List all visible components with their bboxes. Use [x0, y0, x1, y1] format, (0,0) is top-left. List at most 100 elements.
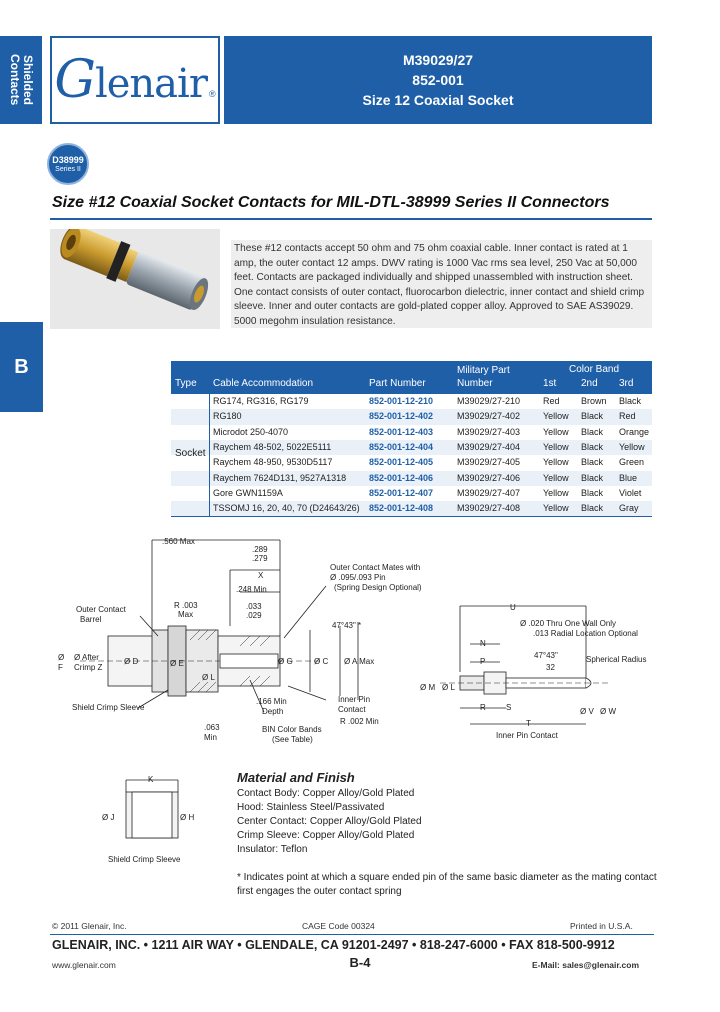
color2-cell: Black: [581, 441, 604, 452]
title-divider: [50, 218, 652, 220]
material-item: Center Contact: Copper Alloy/Gold Plated: [237, 816, 422, 827]
dim-m: Ø M: [420, 683, 435, 692]
table-row: Raychem 48-950, 9530D5117 852-001-12-405…: [171, 455, 652, 470]
dim-560: .560 Max: [162, 537, 195, 546]
dim-x: X: [258, 571, 264, 580]
dim-min: Min: [204, 733, 217, 742]
outer-barrel-1: Outer Contact: [76, 605, 127, 614]
printed-in: Printed in U.S.A.: [570, 921, 633, 931]
section-b-tab: B: [0, 322, 43, 412]
dim-v: Ø V: [580, 707, 594, 716]
outer-barrel-2: Barrel: [80, 615, 102, 624]
dim-w: Ø W: [600, 707, 616, 716]
col-type: Type: [175, 378, 197, 389]
dim-d: Ø D: [124, 657, 138, 666]
material-item: Contact Body: Copper Alloy/Gold Plated: [237, 788, 415, 799]
col-military-1: Military Part: [457, 365, 510, 376]
inner-pin-1: Inner Pin: [338, 695, 370, 704]
email-link[interactable]: E-Mail: sales@glenair.com: [532, 960, 640, 970]
dim-e: Ø E: [170, 659, 184, 668]
inner-pin-caption: Inner Pin Contact: [496, 731, 559, 740]
wall-note-2: .013 Radial Location Optional: [533, 629, 638, 638]
mil-cell: M39029/27-406: [457, 472, 521, 483]
material-item: Insulator: Teflon: [237, 844, 308, 855]
color3-cell: Blue: [619, 472, 638, 483]
angle2-label: 47°43": [534, 651, 558, 660]
dim-279: .279: [252, 554, 268, 563]
type-cell: Socket: [175, 448, 206, 459]
cable-cell: Raychem 48-502, 5022E5111: [213, 441, 332, 452]
dim-u: U: [510, 603, 516, 612]
color3-cell: Orange: [619, 426, 650, 437]
table-row: Raychem 48-502, 5022E5111 852-001-12-404…: [171, 439, 652, 456]
part-cell: 852-001-12-407: [369, 487, 434, 498]
product-description: These #12 contacts accept 50 ohm and 75 …: [231, 240, 652, 328]
dim-063: .063: [204, 723, 220, 732]
dim-l2: Ø L: [442, 683, 455, 692]
cable-cell: RG174, RG316, RG179: [213, 396, 309, 406]
bin-bands-2: (See Table): [272, 735, 313, 744]
color1-cell: Yellow: [543, 457, 569, 468]
color1-cell: Yellow: [543, 411, 569, 422]
cable-cell: Raychem 48-950, 9530D5117: [213, 457, 333, 468]
cable-cell: RG180: [213, 411, 242, 422]
part-cell: 852-001-12-402: [369, 411, 434, 422]
dim-s: S: [506, 703, 511, 712]
type-column-divider: [209, 394, 210, 517]
part-cell: 852-001-12-210: [369, 396, 434, 406]
color2-cell: Black: [581, 472, 604, 483]
mil-cell: M39029/27-404: [457, 441, 521, 452]
technical-drawing: .560 Max .289 .279 X .248 Min .033 .029 …: [58, 537, 646, 864]
bin-bands-1: BIN Color Bands: [262, 725, 322, 734]
page-number: B-4: [349, 955, 371, 970]
header-part-number: 852-001: [412, 72, 464, 88]
dim-029: .029: [246, 611, 262, 620]
cable-cell: Raychem 7624D131, 9527A1318: [213, 472, 347, 483]
col-part-number: Part Number: [369, 378, 426, 389]
material-item: Crimp Sleeve: Copper Alloy/Gold Plated: [237, 830, 415, 841]
color1-cell: Yellow: [543, 503, 569, 514]
part-cell: 852-001-12-404: [369, 441, 434, 452]
dim-depth: Depth: [262, 707, 283, 716]
color3-cell: Green: [619, 457, 645, 468]
material-item: Hood: Stainless Steel/Passivated: [237, 802, 385, 813]
part-cell: 852-001-12-408: [369, 503, 434, 514]
part-number-table: Type Cable Accommodation Part Number Mil…: [171, 361, 652, 517]
table-row: TSSOMJ 16, 20, 40, 70 (D24643/26) 852-00…: [171, 501, 652, 517]
mil-cell: M39029/27-210: [457, 396, 521, 406]
series-badge: D38999 Series II: [47, 143, 89, 185]
mil-cell: M39029/27-408: [457, 503, 521, 514]
angle-label: 47°43" *: [332, 621, 361, 630]
color1-cell: Yellow: [543, 472, 569, 483]
color1-cell: Red: [543, 396, 560, 406]
table-header: Type Cable Accommodation Part Number Mil…: [171, 361, 652, 394]
sleeve-caption: Shield Crimp Sleeve: [108, 855, 181, 864]
mil-cell: M39029/27-402: [457, 411, 521, 422]
color2-cell: Black: [581, 487, 604, 498]
dim-289: .289: [252, 545, 268, 554]
section-side-tab: Shielded Contacts: [0, 36, 42, 124]
dim-c: Ø C: [314, 657, 328, 666]
website-link[interactable]: www.glenair.com: [52, 960, 116, 970]
color3-cell: Red: [619, 411, 636, 422]
dim-r003: R .003: [174, 601, 198, 610]
dim-32: 32: [546, 663, 555, 672]
color2-cell: Black: [581, 426, 604, 437]
header-mil-number: M39029/27: [402, 52, 474, 68]
color2-cell: Black: [581, 457, 604, 468]
page-title: Size #12 Coaxial Socket Contacts for MIL…: [52, 194, 610, 211]
dim-phi: Ø: [58, 653, 64, 662]
table-row: Raychem 7624D131, 9527A1318 852-001-12-4…: [171, 470, 652, 486]
dim-h: Ø H: [180, 813, 194, 822]
footnote: * Indicates point at which a square ende…: [237, 872, 657, 897]
footer-divider: [50, 934, 654, 935]
color1-cell: Yellow: [543, 426, 569, 437]
dim-p: P: [480, 657, 485, 666]
color1-cell: Yellow: [543, 441, 569, 452]
dim-n: N: [480, 639, 486, 648]
part-cell: 852-001-12-406: [369, 472, 434, 483]
table-row: Microdot 250-4070 852-001-12-403 M39029/…: [171, 425, 652, 440]
color3-cell: Violet: [619, 487, 642, 498]
materials-list: Contact Body: Copper Alloy/Gold Plated H…: [237, 787, 422, 857]
materials-title: Material and Finish: [237, 770, 355, 785]
